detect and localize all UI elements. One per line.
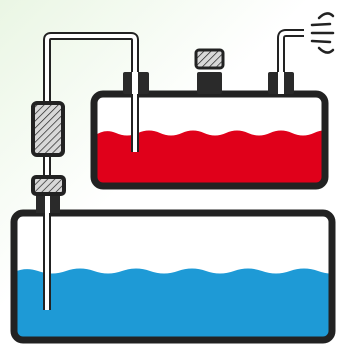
upper-tank <box>90 90 329 190</box>
siphon-port-tube-gap <box>132 72 138 94</box>
vent-tube <box>277 29 304 78</box>
lower-tank-outline <box>10 209 336 344</box>
vent-port-tube-gap <box>278 72 284 94</box>
vent-tube-inner <box>279 31 304 78</box>
air-flow-icon <box>310 12 335 54</box>
inline-connector <box>31 175 66 196</box>
upper-tank-red-liquid <box>94 130 325 186</box>
lower-tank-port-tube-gap <box>45 196 50 213</box>
siphon-tube-inner <box>45 34 137 310</box>
siphon-tube <box>43 32 139 310</box>
vent-tube-outer <box>277 29 304 78</box>
fill-cap-knob <box>194 48 225 70</box>
lower-tank <box>10 209 336 344</box>
inline-valve <box>31 101 65 157</box>
siphon-inline-fittings <box>31 101 66 213</box>
lower-tank-blue-liquid <box>14 268 332 340</box>
upper-tank-fittings <box>123 48 294 94</box>
fill-cap-fitting <box>197 72 222 94</box>
